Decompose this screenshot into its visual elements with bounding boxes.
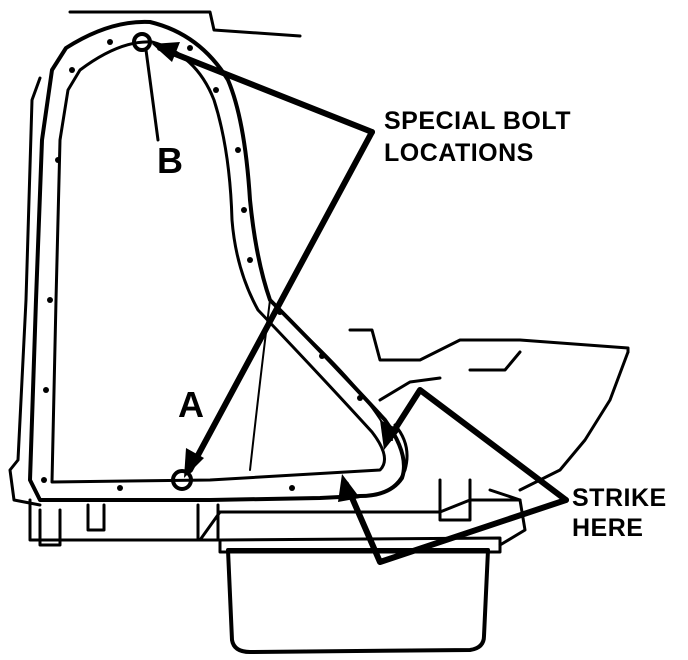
special-bolt-arrowheads: [152, 42, 204, 478]
special-bolt-b: [132, 32, 160, 142]
point-a-label: A: [178, 384, 205, 425]
pan-cover: [28, 19, 409, 502]
special-bolt-a: [171, 469, 193, 491]
lower-oil-pan: [218, 536, 502, 654]
strike-here-label-line1: STRIKE: [572, 484, 667, 512]
flange-bolts: [41, 39, 363, 491]
point-b-label: B: [157, 140, 184, 181]
strike-here-label-line2: HERE: [572, 514, 644, 542]
special-bolt-label-line1: SPECIAL BOLT: [384, 107, 572, 135]
lower-case: [28, 478, 527, 547]
case-outline: [8, 10, 630, 507]
strike-arrowheads: [338, 420, 400, 502]
special-bolt-label-line2: LOCATIONS: [384, 139, 534, 167]
special-bolt-arrows: [157, 45, 375, 473]
strike-arrows: [343, 387, 569, 565]
